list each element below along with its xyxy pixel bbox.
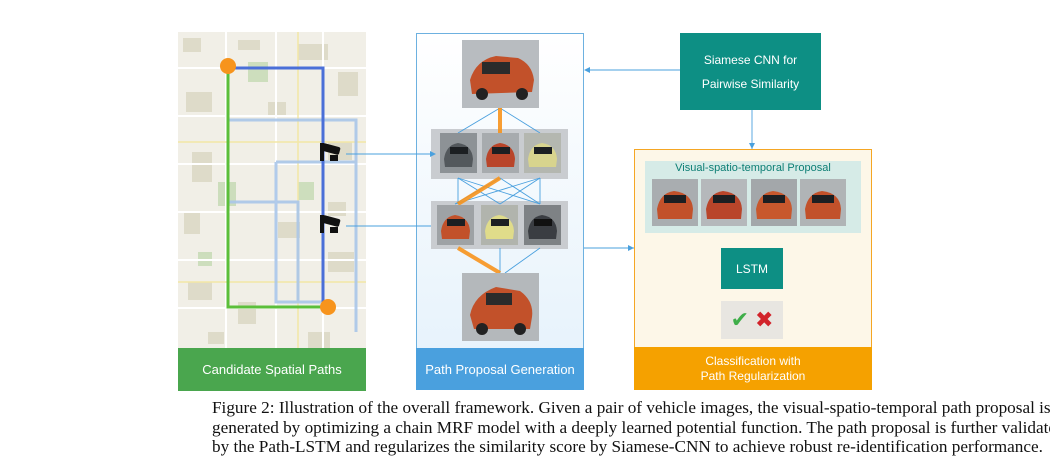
siamese-cnn-box: Siamese CNN for Pairwise Similarity — [680, 33, 821, 110]
proposal-panel-label: Path Proposal Generation — [416, 348, 584, 390]
siamese-line-1: Siamese CNN for — [703, 52, 798, 67]
cctv-camera-icon — [320, 215, 341, 233]
end-marker-icon — [320, 299, 336, 315]
candidate-vehicle-image — [524, 133, 561, 173]
green-path — [226, 68, 328, 309]
caption-line: Figure 2: Illustration of the overall fr… — [212, 398, 1050, 417]
cctv-camera-icon — [320, 143, 341, 161]
check-icon: ✔ — [730, 307, 749, 333]
query-vehicle-image — [462, 40, 539, 108]
class-line-2: Path Regularization — [700, 368, 806, 383]
caption-line: generated by optimizing a chain MRF mode… — [212, 417, 1050, 437]
proposal-vehicle-image — [800, 179, 846, 226]
class-line-1: Classification with — [705, 353, 801, 368]
candidate-vehicle-image — [481, 205, 518, 245]
proposal-vehicle-image — [701, 179, 747, 226]
candidate-vehicle-image — [482, 133, 519, 173]
cross-icon: ✖ — [755, 307, 774, 333]
map-panel-label: Candidate Spatial Paths — [178, 348, 366, 391]
siamese-line-2: Pairwise Similarity — [701, 76, 800, 91]
candidate-paths-map — [178, 32, 366, 391]
target-vehicle-image — [462, 273, 539, 341]
figure-caption: Figure 2: Illustration of the overall fr… — [212, 398, 1050, 457]
result-box: ✔ ✖ — [721, 301, 783, 339]
proposal-vehicle-image — [652, 179, 698, 226]
candidate-vehicle-image — [524, 205, 561, 245]
classification-panel-label: Classification with Path Regularization — [634, 347, 872, 390]
vst-proposal-title: Visual-spatio-temporal Proposal — [675, 162, 831, 174]
start-marker-icon — [220, 58, 236, 74]
proposal-vehicle-image — [751, 179, 797, 226]
candidate-vehicle-image — [440, 133, 477, 173]
caption-line: by the Path-LSTM and regularizes the sim… — [212, 437, 1043, 457]
candidate-vehicle-image — [437, 205, 474, 245]
lstm-box: LSTM — [721, 248, 783, 289]
